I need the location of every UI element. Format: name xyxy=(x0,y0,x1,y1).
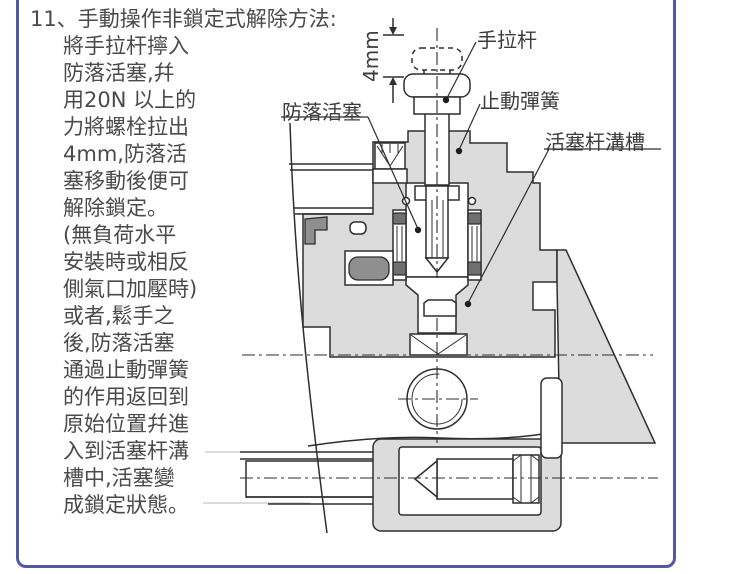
instruction-block: 11、手動操作非鎖定式解除方法: 將手拉杆擰入 防落活塞,幷 用20N 以上的 … xyxy=(30,6,337,519)
valve-body xyxy=(302,130,657,444)
instruction-line: 通過止動彈簧 xyxy=(63,358,189,382)
housing-top-edge xyxy=(307,430,561,447)
head-plates xyxy=(289,163,373,215)
instruction-line: 安裝時或相反 xyxy=(63,250,189,274)
page-border xyxy=(16,0,676,568)
bearing-seal xyxy=(348,256,390,281)
instruction-line: 成鎖定狀態。 xyxy=(63,493,189,517)
instruction-line: 原始位置幷進 xyxy=(63,412,189,436)
hand-pull-knob xyxy=(403,47,471,186)
dimension-label: 4mm xyxy=(359,30,383,82)
hex-head xyxy=(512,454,540,504)
instruction-line: 側氣口加壓時) xyxy=(63,277,198,301)
stop-spring-left xyxy=(392,196,411,281)
check-port xyxy=(409,333,468,356)
leader-lines xyxy=(281,41,661,308)
instruction-line: 塞移動後便可 xyxy=(63,169,189,193)
bottom-housing xyxy=(372,377,563,532)
label-stop-spring: 止動彈簧 xyxy=(480,89,560,113)
side-column xyxy=(540,377,563,459)
instruction-line: 4mm,防落活 xyxy=(63,142,187,166)
dimension-4mm xyxy=(383,18,404,103)
body-right-flank xyxy=(556,249,657,444)
label-piston-rod-groove: 活塞杆溝槽 xyxy=(545,130,645,154)
instruction-line: 後,防落活塞 xyxy=(63,331,175,355)
instruction-line: 防落活塞,幷 xyxy=(63,61,175,85)
bolt-body xyxy=(436,458,514,500)
instruction-line: (無負荷水平 xyxy=(63,223,177,247)
knob-pulled-position xyxy=(411,47,463,71)
break-line xyxy=(289,122,328,534)
instruction-line: 入到活塞杆溝 xyxy=(63,439,189,463)
instruction-line: 力將螺栓拉出 xyxy=(63,115,189,139)
rod-seals xyxy=(304,216,394,286)
piston-head xyxy=(423,299,457,317)
instruction-line: 將手拉杆擰入 xyxy=(63,34,189,58)
label-anti-drop-piston: 防落活塞 xyxy=(282,100,362,124)
stop-spring-right xyxy=(467,196,482,281)
instruction-line: 的作用返回到 xyxy=(63,385,189,409)
bolt-tip xyxy=(413,459,438,499)
instruction-line: 或者,鬆手之 xyxy=(63,304,175,328)
instruction-line: 槽中,活塞變 xyxy=(63,466,175,490)
wiper-seal xyxy=(304,216,328,245)
instruction-line: 解除鎖定。 xyxy=(63,196,168,220)
label-hand-pull-rod: 手拉杆 xyxy=(477,28,537,52)
center-lines xyxy=(240,28,658,479)
anti-drop-piston-cup xyxy=(372,142,408,184)
instruction-line: 用20N 以上的 xyxy=(63,88,197,112)
